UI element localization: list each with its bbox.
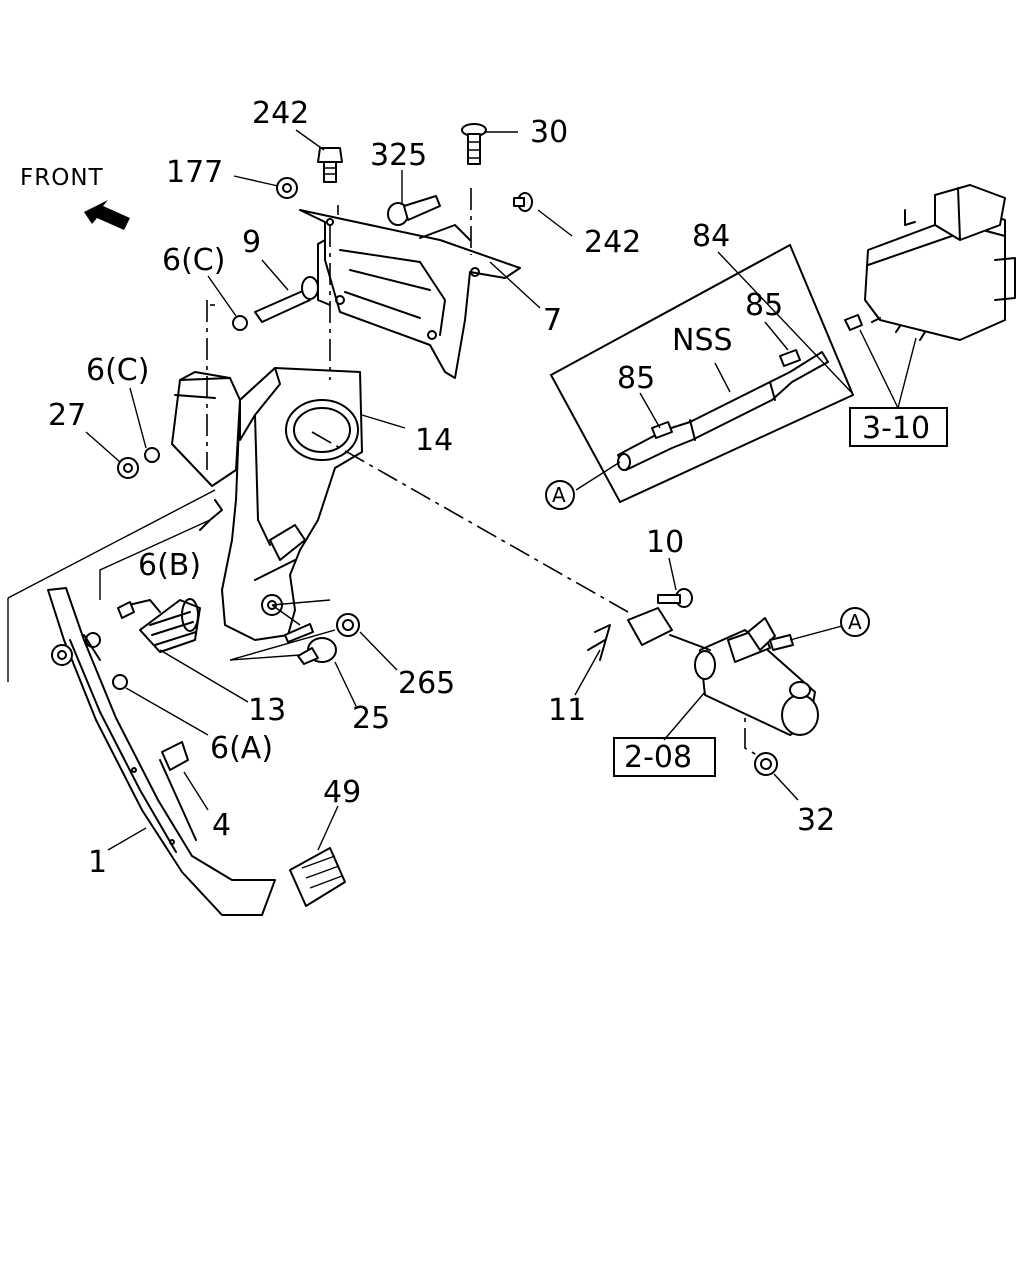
callout-84: 84	[692, 219, 730, 254]
mounting-bracket	[299, 209, 521, 379]
front-label: FRONT	[20, 165, 104, 191]
callout-325: 325	[370, 138, 427, 173]
callout-11: 11	[548, 693, 586, 728]
pedal-bracket	[171, 367, 363, 641]
bushing-6c-left	[144, 447, 160, 463]
callout-nss: NSS	[672, 323, 733, 358]
hose-assembly-box	[545, 243, 855, 510]
bolt-10	[657, 588, 693, 608]
callout-13: 13	[248, 693, 286, 728]
bolt-242-right	[513, 192, 533, 212]
nut-27	[117, 457, 139, 479]
circle-a-right-label: A	[848, 610, 862, 634]
bolt-325	[387, 195, 441, 226]
callout-9: 9	[242, 225, 261, 260]
leader-lines	[85, 129, 917, 851]
ref-box-2-08	[613, 737, 716, 777]
nut-265	[336, 613, 360, 637]
ref-label-2-08: 2-08	[624, 740, 692, 775]
bushing-6c-top	[232, 315, 248, 331]
bolt-small	[284, 623, 314, 643]
callout-1: 1	[88, 845, 107, 880]
callout-6c-left: 6(C)	[86, 353, 149, 388]
master-cylinder	[587, 607, 819, 736]
circle-a-right	[840, 607, 870, 637]
callout-25: 25	[352, 701, 390, 736]
front-arrow-icon	[84, 200, 130, 230]
callout-14: 14	[415, 423, 453, 458]
callout-6a: 6(A)	[210, 731, 273, 766]
callout-177: 177	[166, 155, 223, 190]
callout-32: 32	[797, 803, 835, 838]
bolt-30	[461, 123, 487, 165]
nut-177	[276, 177, 298, 199]
reservoir-tank	[844, 184, 1016, 341]
bushing-6a	[112, 674, 128, 690]
pedal-stopper-4	[159, 741, 197, 841]
clutch-pedal-arm	[47, 587, 276, 916]
circle-a-left-label: A	[552, 483, 566, 507]
return-spring-13	[119, 598, 201, 653]
bolt-25	[297, 637, 337, 665]
callout-242-top: 242	[252, 96, 309, 131]
callout-6b: 6(B)	[138, 548, 201, 583]
callout-85-lower: 85	[617, 361, 655, 396]
nut-32	[754, 752, 778, 776]
clip-6b	[117, 601, 135, 619]
callout-49: 49	[323, 775, 361, 810]
pedal-pad-49	[289, 847, 346, 907]
callout-6c-top: 6(C)	[162, 243, 225, 278]
ref-label-3-10: 3-10	[862, 411, 930, 446]
callout-27: 27	[48, 398, 86, 433]
pivot-bolt-9	[254, 276, 319, 323]
callout-85-upper: 85	[745, 288, 783, 323]
callout-10: 10	[646, 525, 684, 560]
callout-242-right: 242	[584, 225, 641, 260]
callout-30: 30	[530, 115, 568, 150]
callout-4: 4	[212, 808, 231, 843]
callout-7: 7	[543, 303, 562, 338]
callout-265: 265	[398, 666, 455, 701]
bolt-242-top	[317, 147, 343, 183]
